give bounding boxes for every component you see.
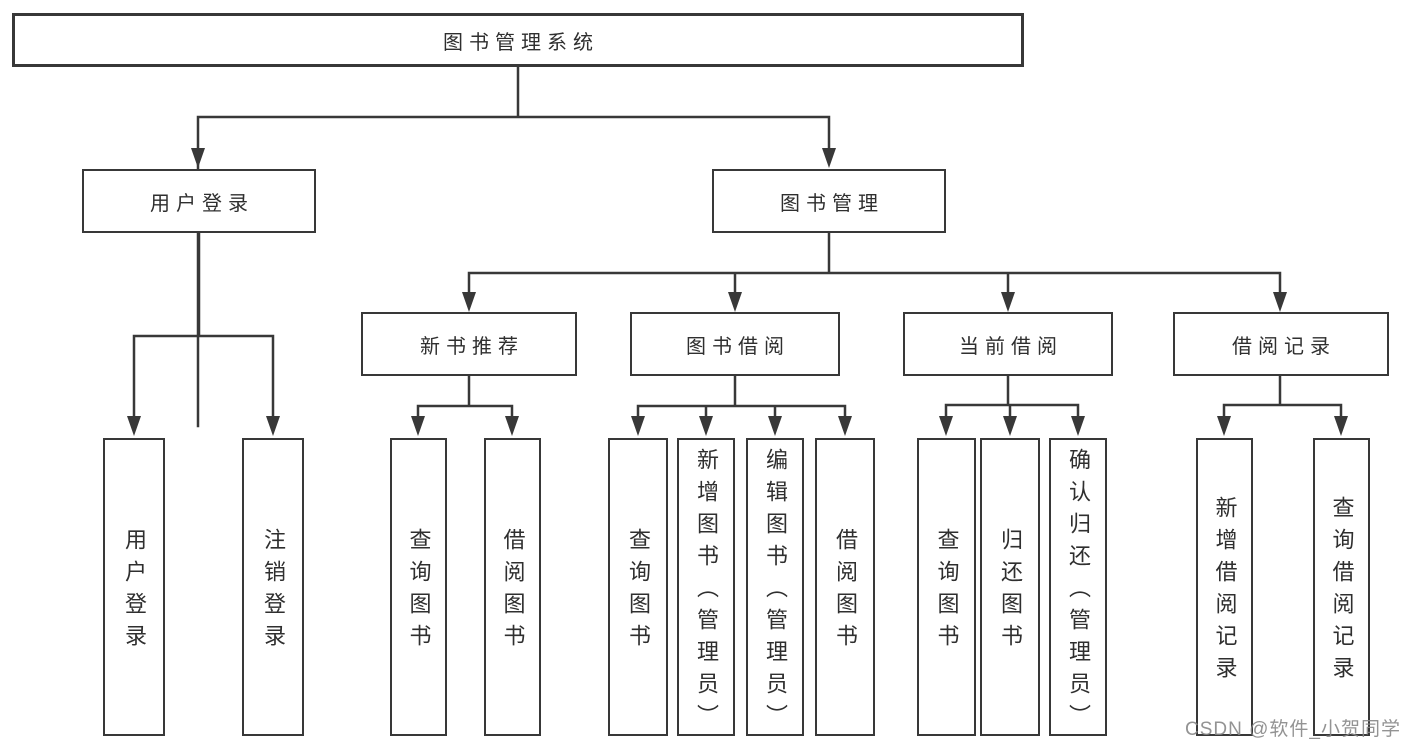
node-user-login: 用户登录 (82, 169, 316, 233)
node-leaf-borrow-books: 借阅图书 (815, 438, 875, 736)
node-label: 编辑图书（管理员） (763, 448, 788, 736)
node-label: 当前借阅 (959, 335, 1063, 358)
node-leaf-borrowing-query-books: 查询图书 (608, 438, 668, 736)
node-label: 确认归还（管理员） (1066, 448, 1091, 736)
node-leaf-return-books: 归还图书 (980, 438, 1040, 736)
node-label: 查询图书 (934, 528, 960, 656)
node-label: 新书推荐 (420, 335, 524, 358)
arrowheads (127, 148, 1348, 436)
node-label: 用户登录 (122, 528, 147, 656)
node-leaf-add-borrow-record: 新增借阅记录 (1196, 438, 1253, 736)
node-label: 新增借阅记录 (1212, 496, 1238, 688)
node-leaf-edit-books-admin: 编辑图书（管理员） (746, 438, 804, 736)
node-leaf-confirm-return-admin: 确认归还（管理员） (1049, 438, 1107, 736)
node-new-book-recommend: 新书推荐 (361, 312, 577, 376)
node-leaf-query-borrow-record: 查询借阅记录 (1313, 438, 1370, 736)
node-book-management: 图书管理 (712, 169, 946, 233)
node-leaf-add-books-admin: 新增图书（管理员） (677, 438, 735, 736)
node-label: 借阅图书 (833, 528, 858, 656)
node-label: 图书管理 (780, 192, 884, 215)
node-label: 借阅记录 (1232, 335, 1336, 358)
node-book-borrowing: 图书借阅 (630, 312, 840, 376)
node-current-borrowing: 当前借阅 (903, 312, 1113, 376)
node-label: 图书管理系统 (443, 31, 599, 54)
node-leaf-logout: 注销登录 (242, 438, 304, 736)
csdn-watermark: CSDN @软件_小贺同学 (1185, 719, 1401, 740)
node-label: 查询借阅记录 (1329, 496, 1355, 688)
node-leaf-recommend-query-books: 查询图书 (390, 438, 447, 736)
node-label: 查询图书 (626, 528, 651, 656)
node-label: 新增图书（管理员） (694, 448, 719, 736)
node-leaf-user-login: 用户登录 (103, 438, 165, 736)
node-label: 注销登录 (261, 528, 286, 656)
node-library-management-system: 图书管理系统 (12, 13, 1024, 67)
node-label: 查询图书 (406, 528, 432, 656)
node-leaf-recommend-borrow-books: 借阅图书 (484, 438, 541, 736)
node-label: 用户登录 (150, 192, 254, 215)
node-leaf-current-query-books: 查询图书 (917, 438, 976, 736)
node-label: 借阅图书 (500, 528, 526, 656)
node-label: 图书借阅 (686, 335, 790, 358)
node-borrowing-records: 借阅记录 (1173, 312, 1389, 376)
node-label: 归还图书 (998, 528, 1023, 656)
